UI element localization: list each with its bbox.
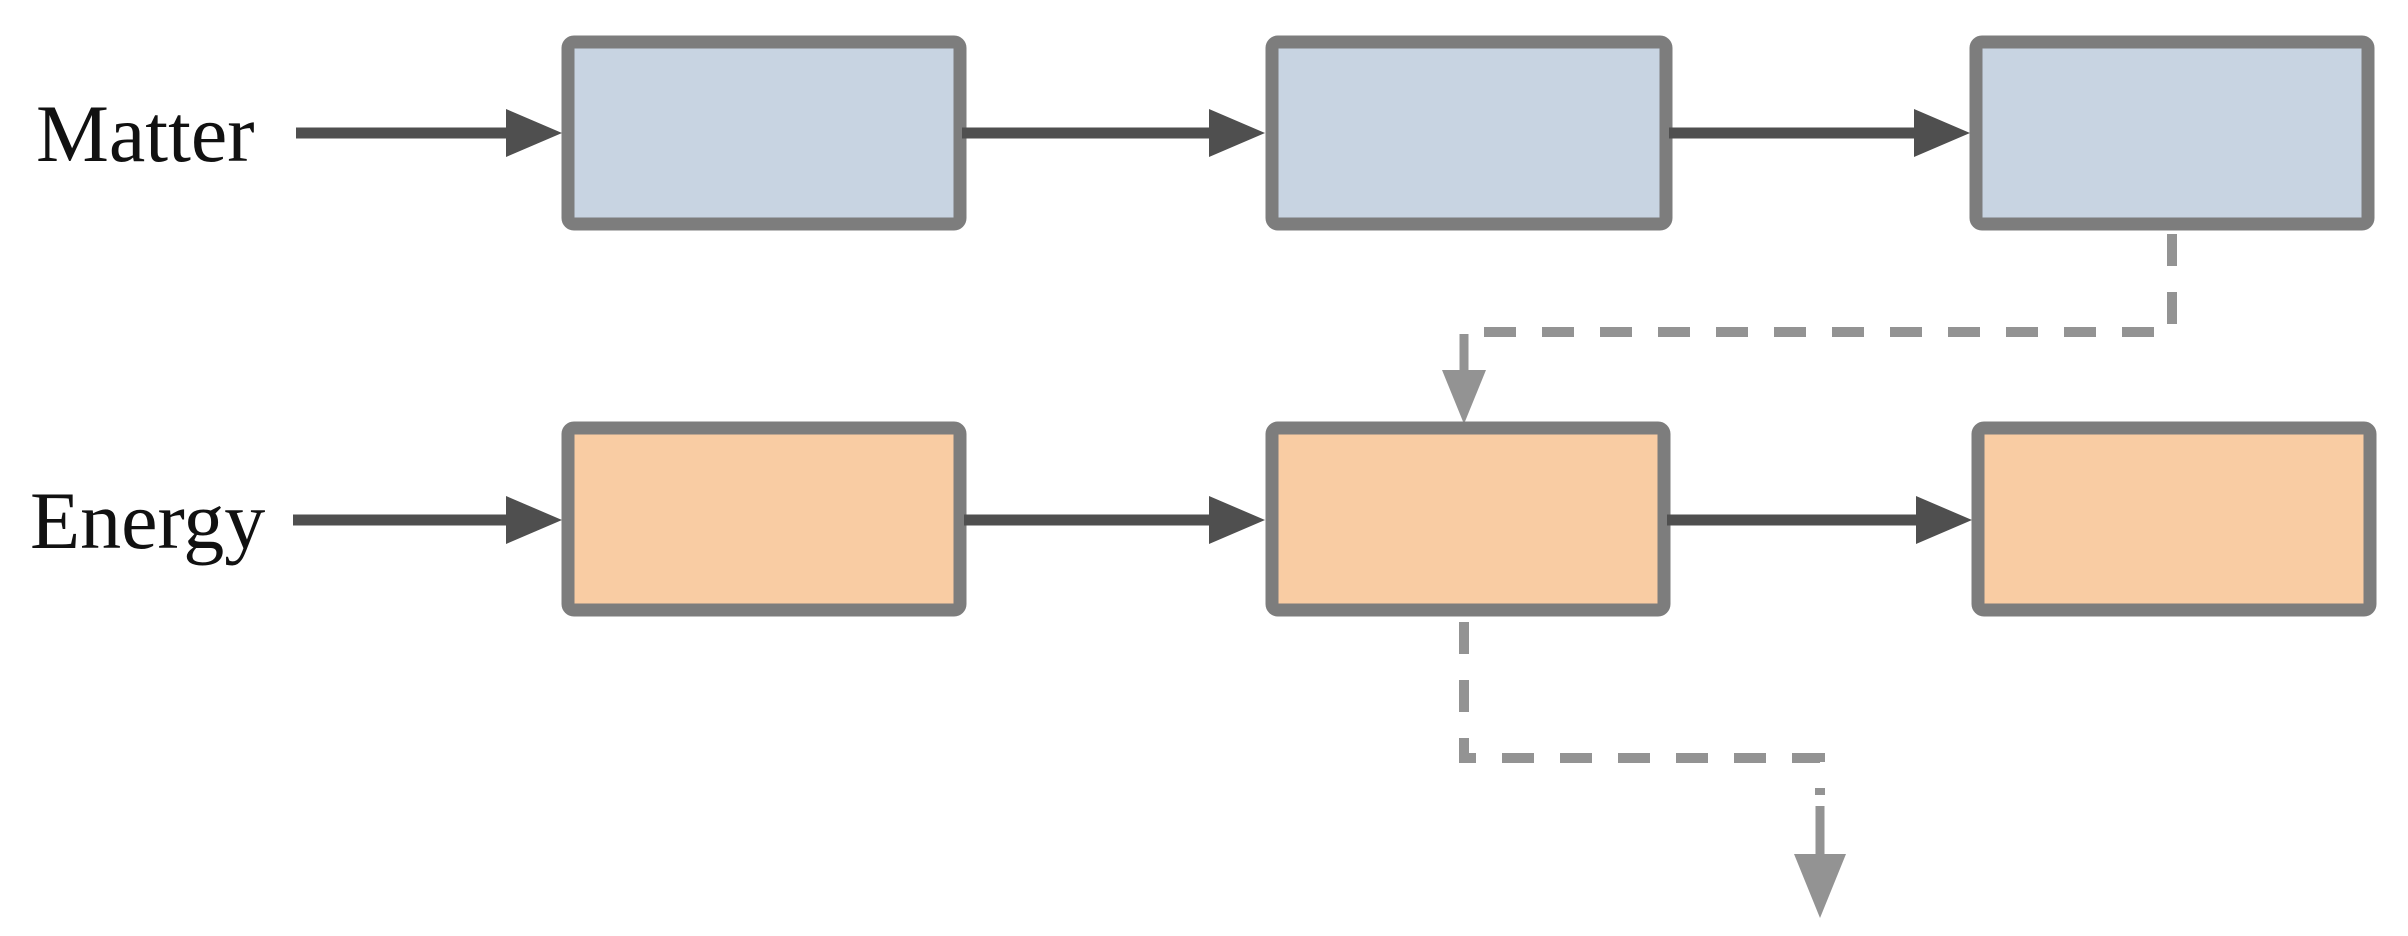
- arrow-matter-label-to-box1: [296, 109, 562, 157]
- matter-box-2: [1265, 35, 1673, 231]
- arrow-matter-box2-to-box3: [1669, 109, 1970, 157]
- energy-row-label: Energy: [30, 475, 265, 566]
- energy-box-1: [561, 421, 967, 617]
- arrow-energy-box1-to-box2: [964, 496, 1265, 544]
- arrowhead-right-icon: [506, 109, 562, 157]
- arrow-energy-box2-to-box3: [1667, 496, 1972, 544]
- matter-box-3: [1969, 35, 2375, 231]
- dashed-line: [1459, 622, 1825, 795]
- matter-row-label: Matter: [36, 88, 255, 179]
- arrow-energy-label-to-box1: [293, 496, 562, 544]
- energy-box-2: [1265, 421, 1671, 617]
- arrowhead-right-icon: [1914, 109, 1970, 157]
- arrowhead-down-icon: [1794, 854, 1846, 918]
- dashed-line: [1464, 234, 2177, 337]
- dashed-connector-matter3-to-energy2: [1442, 234, 2177, 424]
- arrowhead-right-icon: [1209, 109, 1265, 157]
- dashed-connector-energy2-out: [1459, 622, 1846, 918]
- matter-box-1: [561, 35, 967, 231]
- energy-box-3: [1971, 421, 2377, 617]
- arrowhead-right-icon: [506, 496, 562, 544]
- arrowhead-down-icon: [1442, 370, 1486, 424]
- arrowhead-right-icon: [1209, 496, 1265, 544]
- arrow-matter-box1-to-box2: [962, 109, 1265, 157]
- arrowhead-right-icon: [1916, 496, 1972, 544]
